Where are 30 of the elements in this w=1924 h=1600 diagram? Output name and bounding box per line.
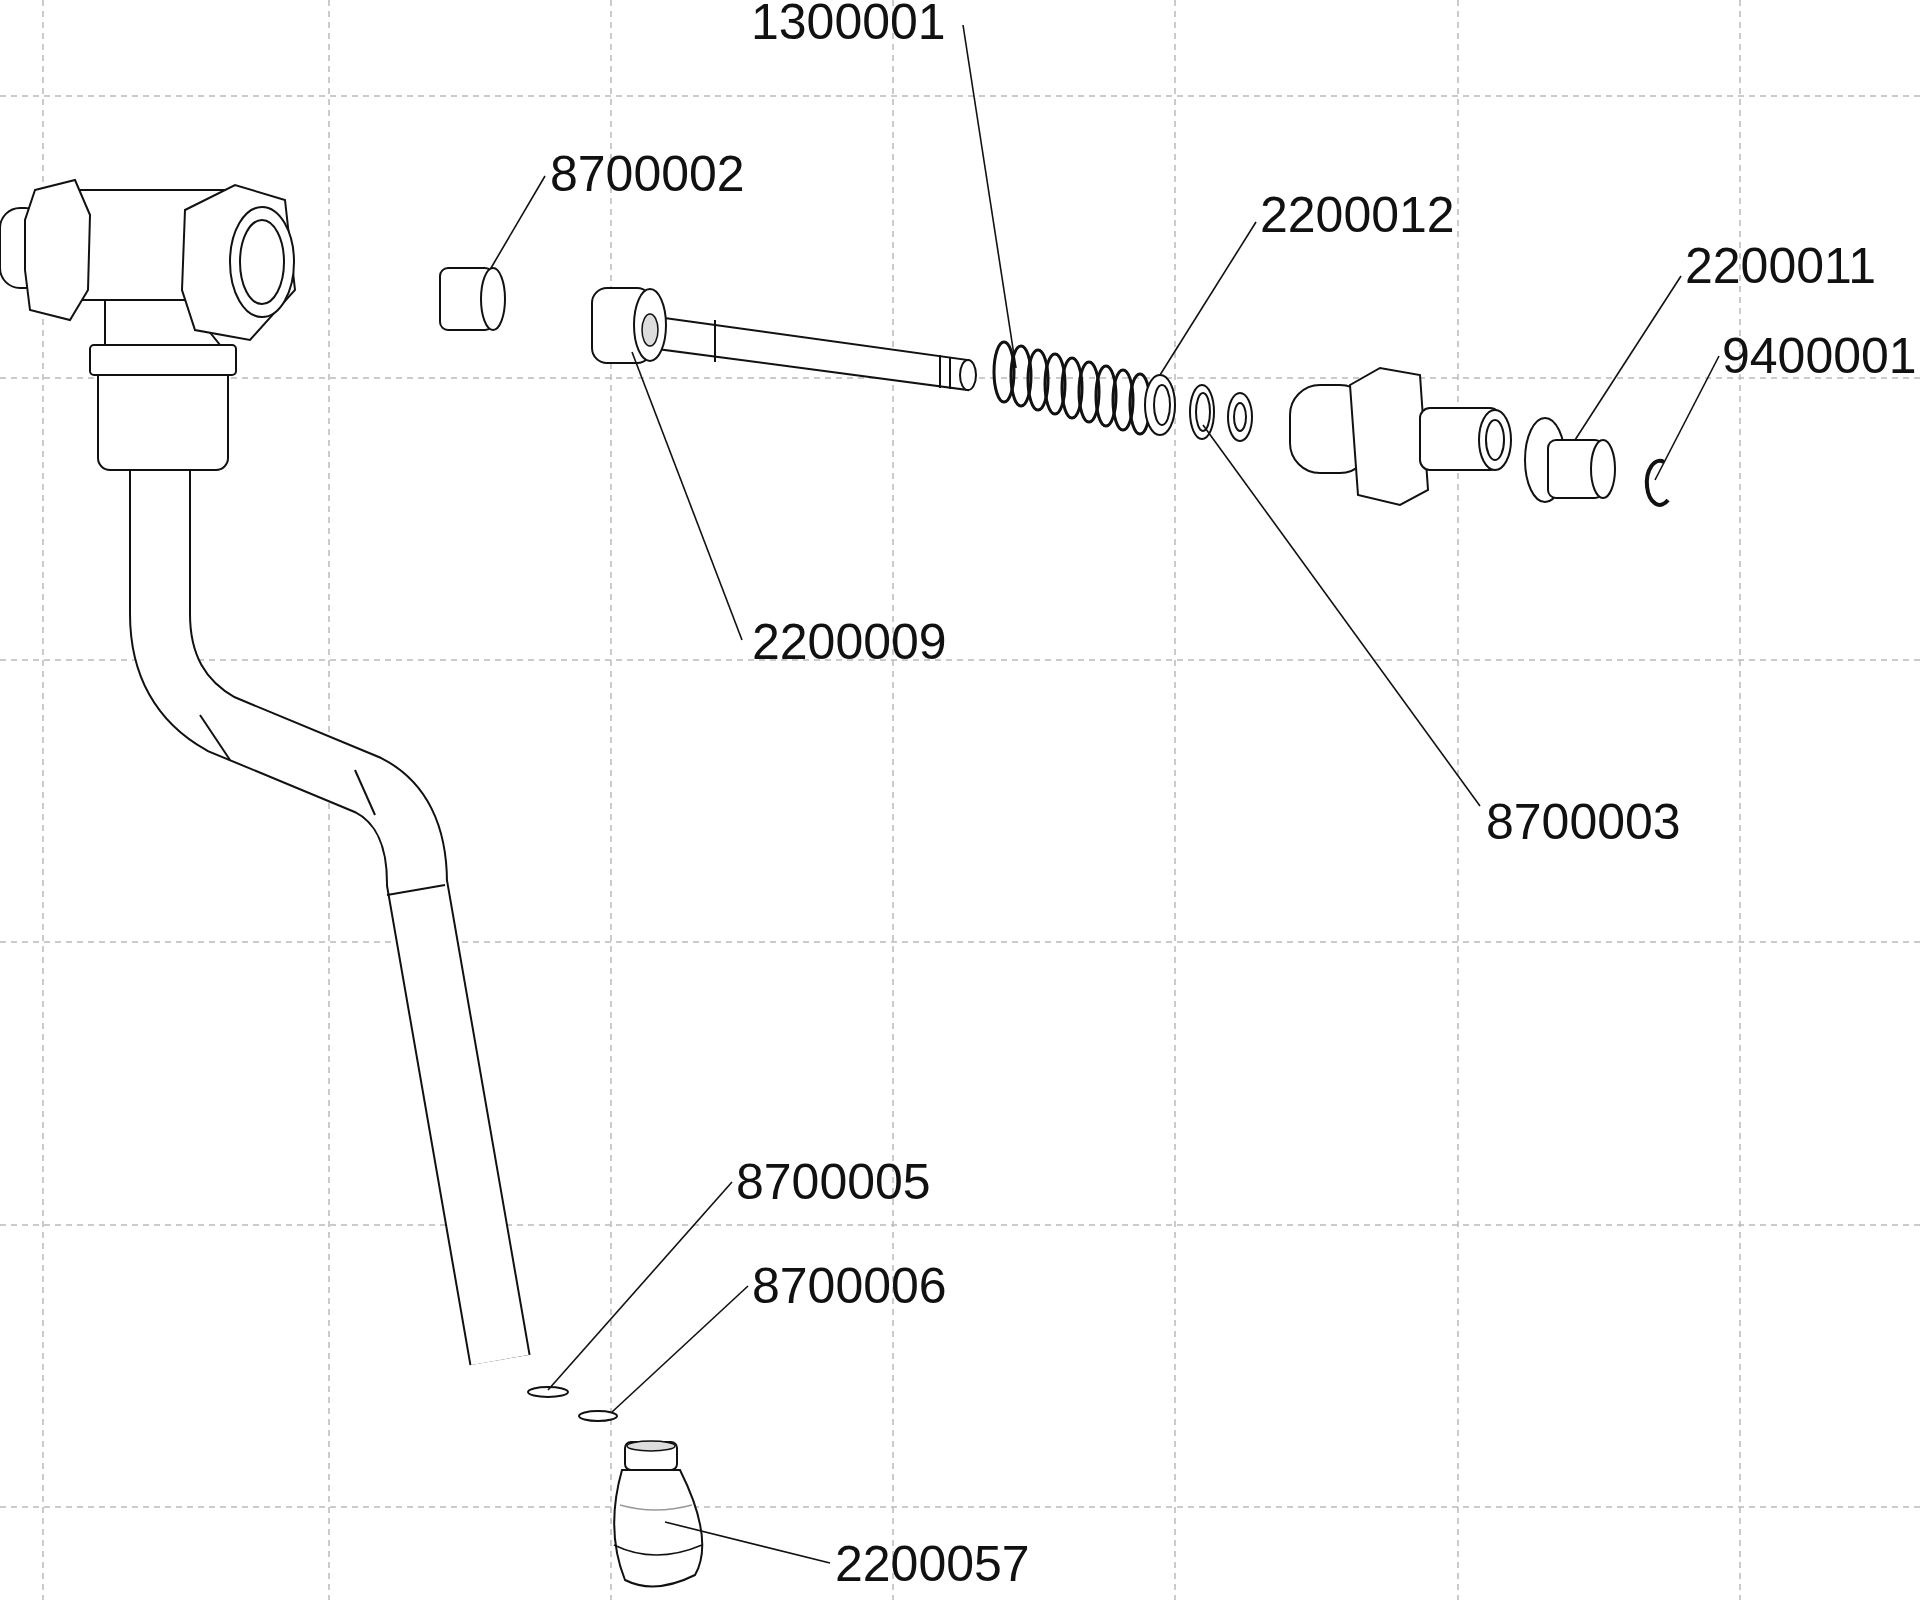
callout-number: 2200009 — [752, 614, 947, 670]
callout-number: 2200057 — [835, 1536, 1030, 1592]
spring-drawing — [992, 340, 1152, 436]
leader-line — [1574, 275, 1682, 441]
o-ring-drawing — [1189, 384, 1215, 440]
leader-line — [490, 175, 546, 269]
pin-drawing — [591, 287, 977, 392]
leader-line — [631, 351, 743, 641]
washer-drawing — [578, 1410, 618, 1422]
retaining-clip-drawing — [1644, 459, 1670, 507]
leader-line — [547, 1181, 733, 1391]
callout-number: 8700002 — [550, 146, 745, 202]
leader-line — [611, 1285, 749, 1413]
leader-line — [962, 24, 1017, 369]
leader-line — [1159, 221, 1257, 376]
callout-number: 9400001 — [1722, 328, 1917, 384]
callout-number: 1300001 — [751, 0, 946, 50]
callout-number: 8700003 — [1486, 794, 1681, 850]
washer-drawing — [527, 1386, 569, 1398]
callout-number: 8700005 — [736, 1154, 931, 1210]
cap-drawing — [439, 267, 506, 331]
leader-line — [1202, 424, 1481, 807]
callout-number: 2200011 — [1685, 238, 1876, 294]
callout-number: 8700006 — [752, 1258, 947, 1314]
callout-number: 2200012 — [1260, 187, 1455, 243]
leader-line — [1654, 355, 1720, 481]
bushing-drawing — [1524, 417, 1616, 503]
spout-tip-drawing — [613, 1440, 704, 1588]
seal-ring-drawing — [1144, 374, 1176, 436]
leader-line — [664, 1521, 831, 1564]
